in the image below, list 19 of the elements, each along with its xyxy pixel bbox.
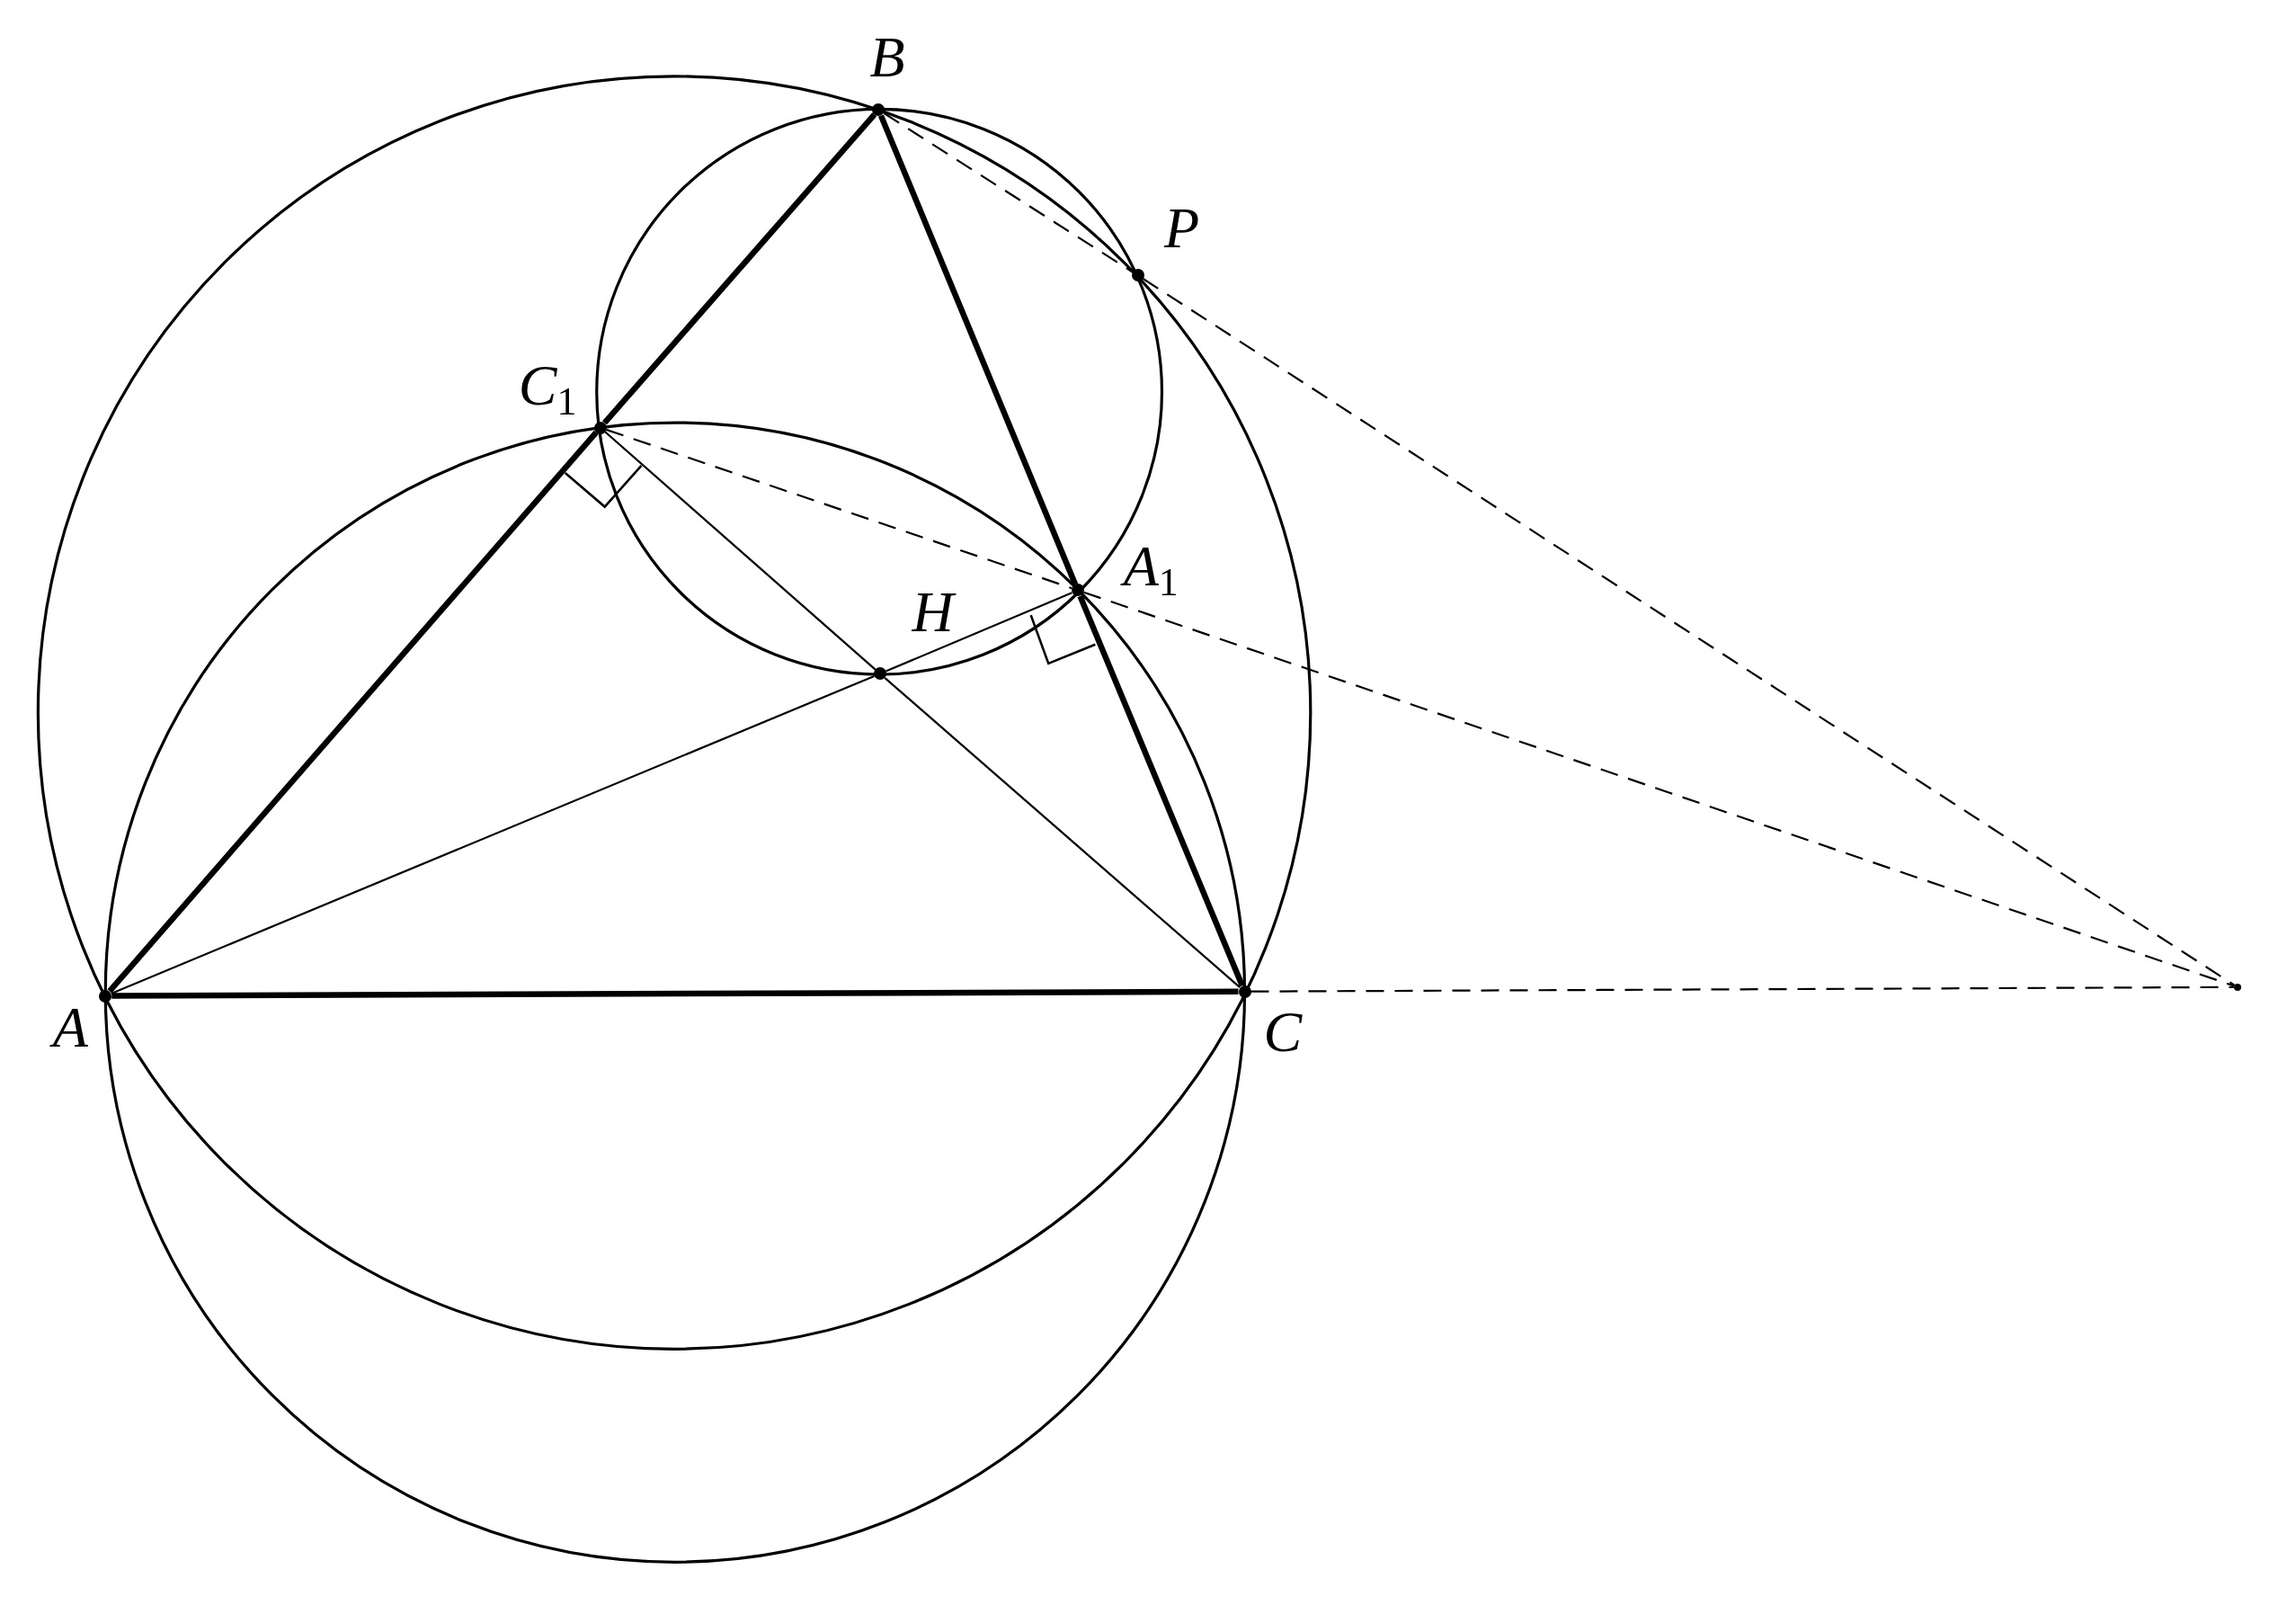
point-label: P	[1163, 200, 1199, 258]
point-label: C$_{1}$	[518, 357, 577, 423]
line-segment	[602, 112, 877, 425]
dashed-line	[883, 112, 1134, 273]
dashed-line	[1083, 591, 2235, 987]
dashed-line	[606, 428, 1072, 590]
line-segment	[877, 114, 1079, 586]
point-label: C	[1263, 1003, 1303, 1062]
line-segment	[107, 430, 599, 994]
line-segment	[111, 674, 875, 994]
line-segment	[885, 592, 1072, 673]
dashed-line	[1142, 278, 2236, 986]
line-segment	[1077, 594, 1245, 987]
point-dot	[2233, 983, 2241, 991]
line-segment	[111, 988, 1239, 999]
line-segment	[884, 677, 1241, 988]
dashed-line	[1250, 985, 2234, 993]
point-label: B	[869, 28, 905, 86]
line-segment	[604, 431, 877, 671]
